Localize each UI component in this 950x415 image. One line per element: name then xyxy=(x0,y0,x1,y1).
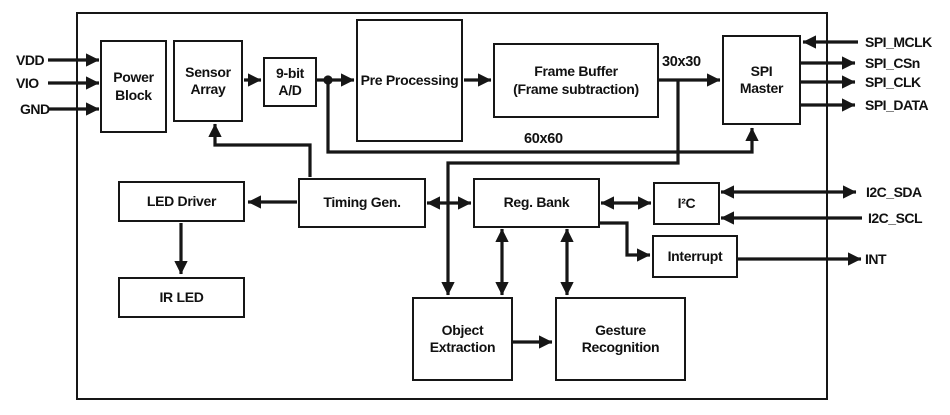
block-pre-processing: Pre Processing xyxy=(356,19,463,142)
pin-label-gnd: GND xyxy=(20,101,50,117)
block-led-driver: LED Driver xyxy=(118,181,245,222)
bus-label-60x60: 60x60 xyxy=(524,131,563,147)
pin-label-i2c-scl: I2C_SCL xyxy=(868,210,923,226)
block-frame-buffer: Frame Buffer (Frame subtraction) xyxy=(493,43,659,118)
block-reg-bank: Reg. Bank xyxy=(473,178,600,228)
block-ir-led: IR LED xyxy=(118,277,245,318)
pin-label-spi-csn: SPI_CSn xyxy=(865,55,920,71)
pin-label-spi-mclk: SPI_MCLK xyxy=(865,34,932,50)
pin-label-spi-clk: SPI_CLK xyxy=(865,74,921,90)
block-sensor-array: Sensor Array xyxy=(173,40,243,122)
block-spi-master: SPI Master xyxy=(722,35,801,125)
block-interrupt: Interrupt xyxy=(652,235,738,278)
chip-boundary xyxy=(76,12,828,400)
block-timing-gen: Timing Gen. xyxy=(298,178,426,228)
pin-label-vdd: VDD xyxy=(16,52,45,68)
block-power: Power Block xyxy=(100,40,167,133)
block-adc: 9-bit A/D xyxy=(263,57,317,107)
pin-label-int: INT xyxy=(865,251,887,267)
block-i2c: I²C xyxy=(653,182,720,225)
pin-label-i2c-sda: I2C_SDA xyxy=(866,184,922,200)
bus-label-30x30: 30x30 xyxy=(662,54,701,70)
block-object-extraction: Object Extraction xyxy=(412,297,513,381)
pin-label-spi-data: SPI_DATA xyxy=(865,97,929,113)
block-gesture-recognition: Gesture Recognition xyxy=(555,297,686,381)
pin-label-vio: VIO xyxy=(16,75,39,91)
